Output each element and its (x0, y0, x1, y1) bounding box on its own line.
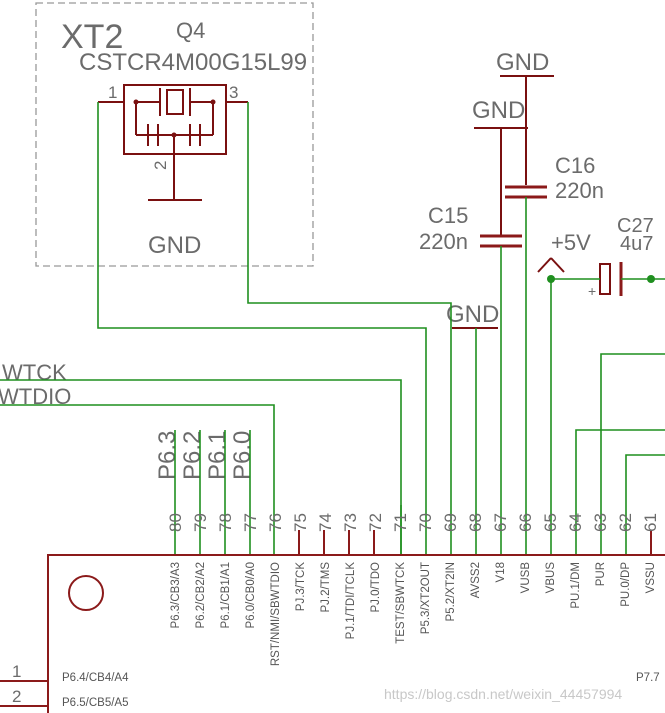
crystal-pin-2: 2 (151, 161, 170, 170)
pin-name: PU.0/DP (620, 562, 632, 607)
pin-number: 80 (166, 513, 185, 532)
pin-number: 69 (441, 513, 460, 532)
pin-number: 64 (566, 513, 585, 532)
pin-names: P6.3/CB3/A3 P6.2/CB2/A2 P6.1/CB1/A1 P6.0/CB… (170, 562, 657, 666)
crystal-part: CSTCR4M00G15L99 (79, 49, 307, 76)
ic-body (47, 554, 665, 713)
crystal-pin-3: 3 (229, 83, 238, 102)
pin-name: PJ.3/TCK (295, 562, 307, 612)
port-label-p6-3: P6.3 (154, 431, 181, 480)
watermark: https://blog.csdn.net/weixin_44457994 (384, 686, 622, 702)
pin-number: 76 (266, 513, 285, 532)
wire-pur (600, 353, 665, 555)
pin-name: RST/NMI/SBWTDIO (270, 562, 282, 666)
pin-name: TEST/SBWTCK (395, 562, 407, 644)
gnd-label: GND (472, 97, 525, 124)
pin-number: 71 (391, 513, 410, 532)
pin-name: P6.0/CB0/A0 (245, 562, 257, 628)
gnd-label: GND (148, 232, 201, 259)
pin-name: P6.1/CB1/A1 (220, 562, 232, 628)
crystal-name: XT2 (61, 18, 123, 56)
pin-name: P6.2/CB2/A2 (195, 562, 207, 628)
pin-number: 74 (316, 513, 335, 532)
pin-name: VBUS (545, 562, 557, 594)
c16-ref: C16 (555, 153, 595, 178)
crystal-element (166, 89, 184, 115)
right-pin-name-partial: P7.7 (636, 672, 660, 684)
pin-number: 72 (366, 513, 385, 532)
gnd-label: GND (446, 301, 499, 328)
ic-pin1-marker (68, 575, 104, 611)
wire-xt2in (247, 102, 452, 555)
pin-name: PUR (595, 562, 607, 586)
c15-ref: C15 (428, 203, 468, 228)
pin-name: VSSU (645, 562, 657, 593)
port-label-p6-2: P6.2 (179, 431, 206, 480)
pin-number: 62 (616, 513, 635, 532)
wire-xt2out (97, 102, 427, 555)
pin-name: P5.2/XT2IN (445, 562, 457, 621)
pin-number: 68 (466, 513, 485, 532)
c16-value: 220n (555, 178, 604, 203)
left-pin-num-2: 2 (12, 687, 21, 706)
pin-name: PJ.2/TMS (320, 562, 332, 613)
pin-number: 79 (191, 513, 210, 532)
junction-dot (647, 275, 655, 283)
pin-numbers: 80 79 78 77 76 75 74 73 72 71 70 69 68 67 66 65 64 63 62 61 (166, 513, 660, 532)
pin-name: PJ.0/TDO (370, 562, 382, 613)
crystal-ref: Q4 (176, 18, 205, 43)
port-label-p6-1: P6.1 (204, 431, 231, 480)
supply-label: +5V (551, 230, 591, 255)
supply-arrow (550, 257, 565, 273)
pin-stubs (298, 530, 652, 555)
pin-name: PU.1/DM (570, 562, 582, 609)
left-pin-name-2: P6.5/CB5/A5 (62, 697, 128, 709)
pin-name: PJ.1/TDI/TCLK (345, 562, 357, 640)
pin-name: AVSS2 (470, 562, 482, 598)
pin-number: 73 (341, 513, 360, 532)
c15-value: 220n (419, 229, 468, 254)
left-pin-num-1: 1 (12, 662, 21, 681)
crystal-pin-1: 1 (108, 83, 117, 102)
pin-number: 66 (516, 513, 535, 532)
capacitor-c27-body (599, 263, 611, 295)
pin-number: 67 (491, 513, 510, 532)
supply-arrow (537, 257, 552, 273)
wire-wtck (0, 379, 402, 555)
pin-name: P6.3/CB3/A3 (170, 562, 182, 628)
pin-number: 63 (591, 513, 610, 532)
c27-polarity: + (588, 283, 596, 299)
crystal-frame (35, 2, 314, 267)
gnd-label: GND (496, 49, 549, 76)
wire-pu0-dp (625, 454, 665, 555)
wire-wtdio (0, 404, 275, 555)
pin-number: 78 (216, 513, 235, 532)
port-label-p6-0: P6.0 (229, 431, 256, 480)
pin-number: 77 (241, 513, 260, 532)
wire-pu1-dm (575, 429, 665, 555)
pin-number: 65 (541, 513, 560, 532)
pin-name: VUSB (520, 562, 532, 594)
c27-ref: C27 (617, 215, 654, 237)
pin-name: P5.3/XT2OUT (420, 562, 432, 634)
net-label-wtck: WTCK (2, 360, 67, 385)
pin-name: V18 (495, 562, 507, 582)
c27-value: 4u7 (620, 233, 653, 255)
left-pin-name-1: P6.4/CB4/A4 (62, 672, 129, 684)
pin-number: 75 (291, 513, 310, 532)
junction-dot (547, 275, 555, 283)
pin-number: 70 (416, 513, 435, 532)
pin-number: 61 (641, 513, 660, 532)
